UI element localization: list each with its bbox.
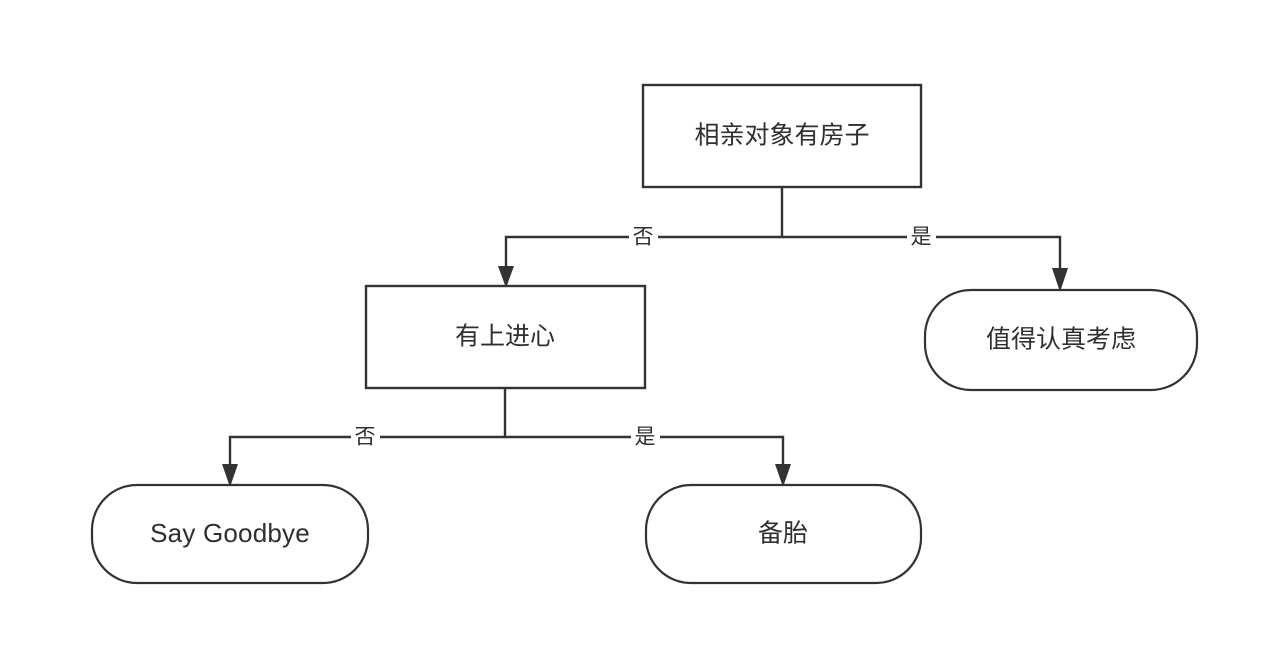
node-say-goodbye[interactable]: Say Goodbye: [90, 483, 370, 585]
arrow-head-icon: [1052, 268, 1068, 292]
edge-has-house-no[interactable]: [498, 235, 782, 288]
node-has-house[interactable]: 相亲对象有房子: [641, 83, 923, 189]
node-shape-rounded: [923, 288, 1199, 392]
node-label-ambitious: 有上进心: [455, 323, 555, 351]
edge-label-text: 否: [633, 226, 654, 249]
edge-has-house-yes[interactable]: [782, 235, 1068, 292]
node-label-say-goodbye: Say Goodbye: [150, 518, 310, 548]
node-serious-consideration[interactable]: 值得认真考虑: [923, 288, 1199, 392]
node-shape-rounded: [644, 483, 923, 585]
edge-label-has-house-yes: 是: [907, 222, 936, 252]
node-ambitious[interactable]: 有上进心: [364, 284, 647, 390]
edge-label-text: 是: [635, 426, 656, 449]
node-shape-rounded: [90, 483, 370, 585]
arrow-head-icon: [775, 464, 791, 487]
edge-label-ambitious-no: 否: [351, 422, 380, 452]
edge-label-has-house-no: 否: [629, 222, 658, 252]
node-backup[interactable]: 备胎: [644, 483, 923, 585]
edge-ambitious-yes[interactable]: [505, 435, 791, 487]
node-label-backup: 备胎: [758, 520, 808, 548]
node-label-has-house: 相亲对象有房子: [694, 122, 869, 150]
edge-label-text: 是: [911, 226, 932, 249]
edge-label-ambitious-yes: 是: [631, 422, 660, 452]
arrow-head-icon: [498, 266, 514, 288]
edge-label-text: 否: [355, 426, 376, 449]
edge-ambitious-no[interactable]: [222, 435, 505, 487]
node-shape-rectangle: [364, 284, 647, 390]
node-shape-rectangle: [641, 83, 923, 189]
node-label-serious-consideration: 值得认真考虑: [986, 326, 1136, 354]
arrow-head-icon: [222, 464, 238, 487]
